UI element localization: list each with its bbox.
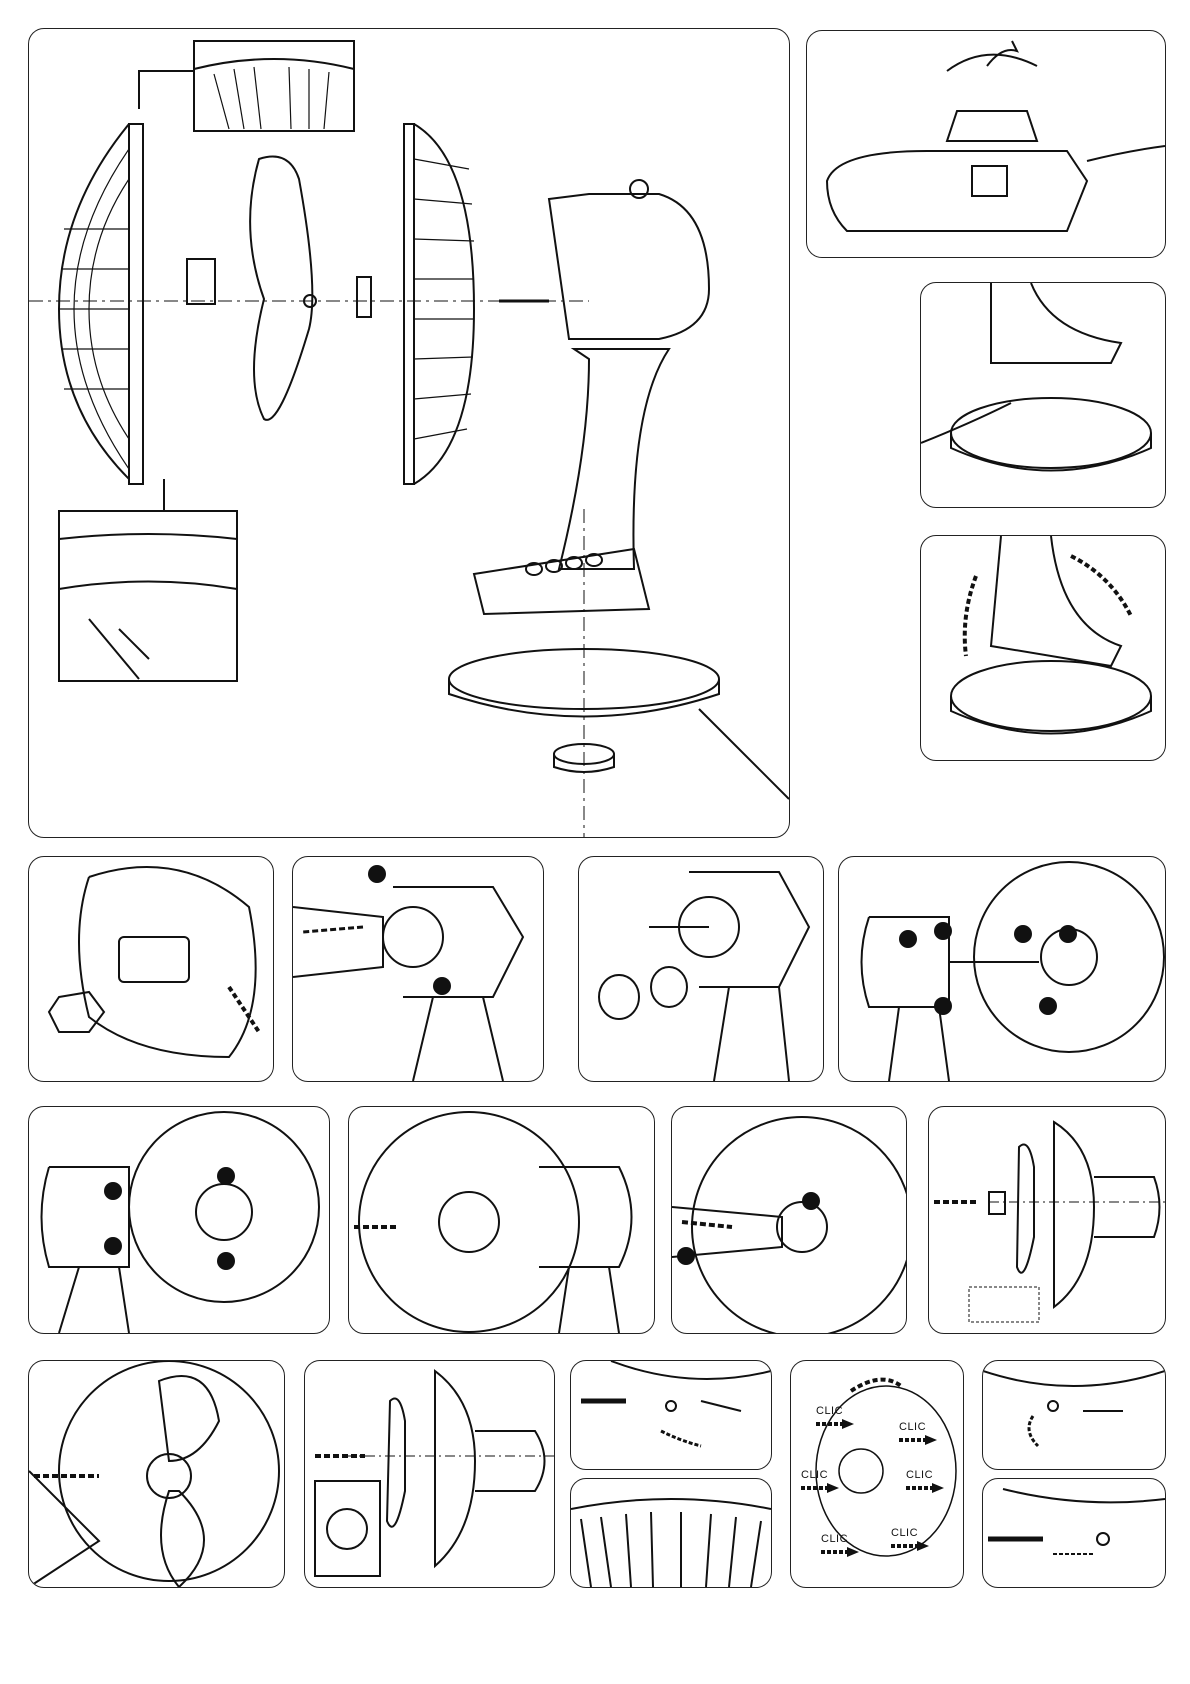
motor-housing bbox=[475, 1431, 545, 1491]
rotate-arrow-icon bbox=[851, 1380, 901, 1391]
screw bbox=[1048, 1401, 1058, 1411]
step-marker-dot bbox=[368, 865, 386, 883]
clic-arrow-icon bbox=[821, 1547, 861, 1557]
front-grille bbox=[1054, 1122, 1094, 1307]
motor-housing bbox=[689, 872, 809, 987]
clip bbox=[701, 1401, 741, 1411]
step-marker-dot bbox=[899, 930, 917, 948]
detail-inset bbox=[315, 1481, 380, 1576]
cap-nut bbox=[599, 975, 639, 1019]
clic-arrow-icon bbox=[906, 1483, 946, 1493]
rear-grille bbox=[129, 1112, 319, 1302]
clic-arrow-icon bbox=[891, 1541, 931, 1551]
fan-blade bbox=[1017, 1145, 1034, 1273]
step-11-panel bbox=[570, 1360, 772, 1470]
down-arrow-icon bbox=[965, 576, 976, 656]
clic-label: CLIC bbox=[906, 1469, 933, 1481]
rotate-arrow-icon bbox=[661, 1431, 701, 1446]
clic-label: CLIC bbox=[801, 1469, 828, 1481]
step-marker-dot bbox=[934, 997, 952, 1015]
step-14-panel bbox=[982, 1360, 1166, 1470]
step-13-panel: CLIC CLIC CLIC CLIC CLIC CLIC bbox=[790, 1360, 964, 1588]
pull-arrow-icon bbox=[303, 927, 363, 932]
step-marker-dot bbox=[934, 922, 952, 940]
base-nut-panel bbox=[806, 30, 1166, 258]
step-15-panel bbox=[982, 1478, 1166, 1588]
step-marker-dot bbox=[1014, 925, 1032, 943]
step-8-panel bbox=[928, 1106, 1166, 1334]
step-3-panel bbox=[578, 856, 824, 1082]
step-10-panel bbox=[304, 1360, 555, 1588]
curved-arrow-icon bbox=[1071, 556, 1131, 616]
clic-arrow-icon bbox=[801, 1483, 841, 1493]
step-5-panel bbox=[28, 1106, 330, 1334]
step-2-panel bbox=[292, 856, 544, 1082]
rotate-arrow-icon bbox=[1029, 1416, 1038, 1446]
step-4-panel bbox=[838, 856, 1166, 1082]
hand bbox=[293, 907, 383, 977]
screw bbox=[666, 1401, 676, 1411]
stand bbox=[991, 536, 1121, 666]
rotate-arrow-icon bbox=[947, 55, 1037, 71]
step-12-panel bbox=[570, 1478, 772, 1588]
hand bbox=[29, 1471, 99, 1587]
front-grille bbox=[435, 1371, 475, 1566]
motor-housing bbox=[1094, 1177, 1160, 1237]
push-arrow-icon bbox=[682, 1222, 732, 1227]
step-marker-dot bbox=[217, 1252, 235, 1270]
nut bbox=[947, 111, 1037, 141]
top-detail-inset bbox=[194, 41, 354, 131]
motor-head bbox=[549, 194, 709, 339]
step-marker-dot bbox=[104, 1237, 122, 1255]
clic-arrow-icon bbox=[816, 1419, 856, 1429]
clic-arrow-icon bbox=[899, 1435, 939, 1445]
step-marker-dot bbox=[677, 1247, 695, 1265]
motor-front bbox=[383, 907, 443, 967]
clic-label: CLIC bbox=[816, 1405, 843, 1417]
rear-grille bbox=[692, 1117, 906, 1333]
spinner-cap bbox=[989, 1192, 1005, 1214]
screw bbox=[1097, 1533, 1109, 1545]
step-marker-dot bbox=[1059, 925, 1077, 943]
clic-label: CLIC bbox=[891, 1527, 918, 1539]
front-grille bbox=[404, 124, 414, 484]
exploded-view-illustration bbox=[29, 29, 789, 837]
nut bbox=[49, 992, 104, 1032]
clic-label: CLIC bbox=[821, 1533, 848, 1545]
motor-housing bbox=[393, 887, 523, 997]
rear-grille bbox=[359, 1112, 579, 1332]
step-marker-dot bbox=[802, 1192, 820, 1210]
step-marker-dot bbox=[217, 1167, 235, 1185]
step-marker-dot bbox=[104, 1182, 122, 1200]
base-underside bbox=[79, 867, 256, 1057]
motor-housing bbox=[539, 1167, 632, 1267]
fan-blade bbox=[250, 157, 312, 420]
stand-on-base-panel bbox=[920, 282, 1166, 508]
stand bbox=[991, 283, 1121, 363]
step-7-panel bbox=[671, 1106, 907, 1334]
clic-label: CLIC bbox=[899, 1421, 926, 1433]
step-1-panel bbox=[28, 856, 274, 1082]
rear-grille bbox=[974, 862, 1164, 1052]
step-6-panel bbox=[348, 1106, 655, 1334]
exploded-view-panel bbox=[28, 28, 790, 838]
fan-blade bbox=[387, 1399, 405, 1527]
base bbox=[951, 661, 1151, 731]
ring-nut bbox=[651, 967, 687, 1007]
spinner-cap bbox=[187, 259, 215, 304]
front-grille bbox=[59, 1361, 279, 1581]
detail-inset bbox=[969, 1287, 1039, 1322]
step-marker-dot bbox=[1039, 997, 1057, 1015]
stand-tilt-panel bbox=[920, 535, 1166, 761]
step-9-panel bbox=[28, 1360, 285, 1588]
base-underside bbox=[827, 151, 1087, 231]
fan-stand bbox=[559, 349, 669, 569]
step-marker-dot bbox=[433, 977, 451, 995]
base bbox=[951, 398, 1151, 468]
fan-blade bbox=[159, 1376, 219, 1461]
